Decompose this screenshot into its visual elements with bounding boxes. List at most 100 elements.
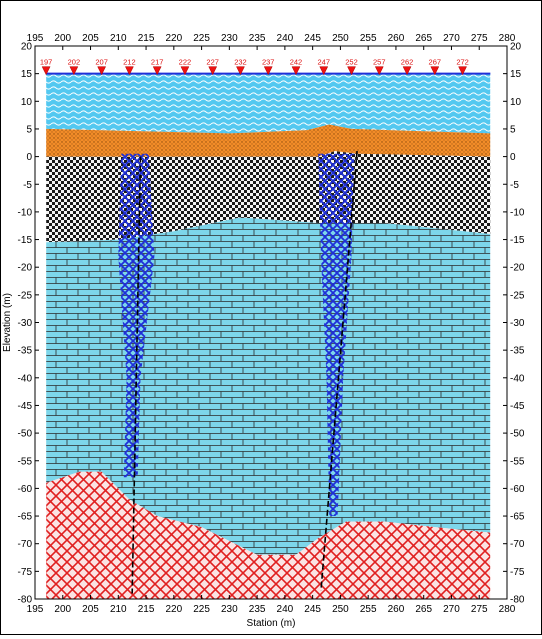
y-tick-label-left: 20 [21, 42, 33, 53]
layer-upper-rock [46, 151, 491, 243]
receiver-label: 247 [317, 58, 330, 67]
x-tick-label-top: 260 [388, 33, 405, 44]
y-tick-label-right: 5 [510, 124, 516, 135]
y-tick-label-right: -70 [510, 539, 525, 550]
y-tick-label-right: -10 [510, 207, 525, 218]
receiver-label: 207 [95, 58, 108, 67]
y-axis-label: Elevation (m) [2, 293, 13, 352]
receiver-marker [152, 66, 162, 76]
receiver-label: 227 [206, 58, 219, 67]
x-tick-label-bottom: 225 [193, 604, 210, 615]
x-tick-label-top: 200 [54, 33, 71, 44]
y-tick-label-left: -25 [18, 290, 33, 301]
x-tick-label-bottom: 205 [82, 604, 99, 615]
x-tick-label-top: 210 [110, 33, 127, 44]
y-tick-label-right: -80 [510, 595, 525, 606]
y-tick-label-right: -45 [510, 401, 525, 412]
y-tick-label-left: 0 [26, 152, 32, 163]
receiver-marker [236, 66, 245, 76]
receiver-marker [291, 66, 301, 76]
x-tick-label-top: 230 [221, 33, 238, 44]
y-tick-label-right: -20 [510, 263, 525, 274]
x-tick-label-top: 280 [499, 33, 516, 44]
x-axis-label: Station (m) [247, 618, 296, 629]
receiver-label: 202 [68, 58, 81, 67]
y-tick-label-left: -65 [18, 512, 33, 523]
receiver-label: 232 [234, 58, 247, 67]
x-tick-label-top: 235 [249, 33, 266, 44]
x-tick-label-bottom: 275 [471, 604, 488, 615]
y-tick-label-left: -50 [18, 429, 33, 440]
x-tick-label-bottom: 255 [360, 604, 377, 615]
receiver-marker [458, 66, 467, 76]
y-tick-label-right: 20 [510, 42, 522, 53]
x-tick-label-bottom: 240 [277, 604, 294, 615]
y-tick-label-left: -15 [18, 235, 33, 246]
x-tick-label-bottom: 265 [415, 604, 432, 615]
x-tick-label-top: 220 [165, 33, 182, 44]
fracture-zone-1 [118, 153, 155, 478]
receiver-marker [69, 66, 79, 76]
y-tick-label-left: -60 [18, 484, 33, 495]
layer-water [46, 73, 491, 134]
receiver-marker [402, 66, 412, 76]
y-tick-label-right: -60 [510, 484, 525, 495]
receiver-label: 272 [456, 58, 469, 67]
y-tick-label-right: 0 [510, 152, 516, 163]
receiver-label: 252 [345, 58, 358, 67]
receiver-marker [208, 66, 218, 76]
fracture-zones [118, 153, 355, 517]
y-tick-label-left: 15 [21, 69, 33, 80]
fracture-zone-2 [318, 153, 355, 517]
x-tick-label-bottom: 195 [27, 604, 44, 615]
receiver-label: 212 [123, 58, 136, 67]
x-tick-label-bottom: 210 [110, 604, 127, 615]
y-tick-label-right: -40 [510, 373, 525, 384]
layers [46, 73, 491, 599]
receiver-label: 197 [40, 58, 53, 67]
x-tick-label-bottom: 280 [499, 604, 516, 615]
receiver-label: 222 [179, 58, 192, 67]
x-tick-label-bottom: 215 [138, 604, 155, 615]
x-tick-label-top: 195 [27, 33, 44, 44]
receiver-marker [41, 66, 51, 76]
receiver-marker [430, 66, 440, 76]
y-tick-label-left: -35 [18, 346, 33, 357]
y-tick-label-right: -15 [510, 235, 525, 246]
receiver-marker [97, 66, 107, 76]
y-tick-label-left: -55 [18, 456, 33, 467]
y-tick-label-right: -50 [510, 429, 525, 440]
receiver-marker [319, 66, 329, 76]
x-tick-label-bottom: 270 [443, 604, 460, 615]
x-tick-label-bottom: 250 [332, 604, 349, 615]
y-tick-label-left: -10 [18, 207, 33, 218]
x-tick-label-bottom: 200 [54, 604, 71, 615]
borehole-2-line [320, 151, 358, 591]
layer-basement [46, 471, 491, 599]
y-tick-label-right: 15 [510, 69, 522, 80]
receiver-marker [180, 66, 190, 76]
y-tick-label-right: -55 [510, 456, 525, 467]
x-tick-label-top: 225 [193, 33, 210, 44]
y-tick-label-right: -65 [510, 512, 525, 523]
receiver-label: 217 [151, 58, 164, 67]
y-tick-label-left: -5 [23, 180, 32, 191]
x-tick-label-top: 215 [138, 33, 155, 44]
y-tick-label-right: -75 [510, 567, 525, 578]
y-tick-label-left: -40 [18, 373, 33, 384]
x-tick-label-top: 245 [304, 33, 321, 44]
x-tick-label-top: 240 [277, 33, 294, 44]
x-tick-label-bottom: 230 [221, 604, 238, 615]
axis-ticks: 1951952002002052052102102152152202202252… [18, 33, 525, 615]
y-tick-label-right: 10 [510, 97, 522, 108]
x-tick-label-top: 255 [360, 33, 377, 44]
y-tick-label-left: -20 [18, 263, 33, 274]
x-tick-label-bottom: 245 [304, 604, 321, 615]
receiver-marker [263, 66, 273, 76]
receiver-marker [124, 66, 134, 76]
x-tick-label-bottom: 220 [165, 604, 182, 615]
receiver-marker [347, 66, 356, 76]
